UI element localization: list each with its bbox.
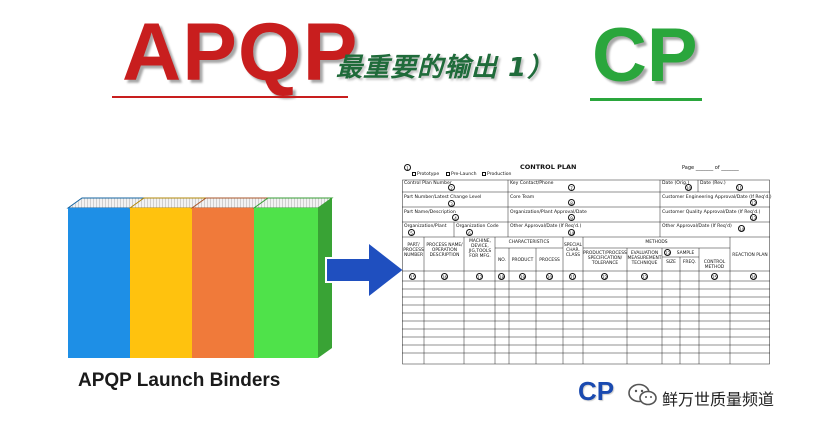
field-number-11: 11	[736, 184, 743, 191]
label-control-plan-number: Control Plan Number	[404, 181, 452, 186]
field-number-9: 9	[568, 214, 575, 221]
binder-green	[252, 197, 334, 358]
field-number-21: 21	[569, 273, 576, 280]
binders-caption: APQP Launch Binders	[78, 370, 281, 391]
label-part-number: Part Number/Latest Change Level	[404, 195, 482, 200]
label-cust-quality-approval: Customer Quality Approval/Date (If Req'd…	[662, 210, 761, 215]
field-number-8: 8	[568, 199, 575, 206]
field-number-1: 1	[404, 164, 411, 171]
col-reaction-plan: REACTION PLAN	[732, 253, 768, 258]
control-plan-grid	[402, 179, 770, 365]
checkbox-prototype[interactable]	[412, 172, 416, 176]
footer-brand: 鲜万世质量频道	[662, 390, 775, 409]
field-number-3: 3	[448, 200, 455, 207]
title-apqp-underline	[112, 96, 348, 98]
field-number-23: 23	[641, 273, 648, 280]
col-methods: METHODS	[645, 240, 668, 245]
col-special-char: SPECIAL CHAR. CLASS	[563, 243, 583, 259]
field-number-2: 2	[448, 184, 455, 191]
checkbox-pre-launch[interactable]	[446, 172, 450, 176]
label-date-rev: Date (Rev.)	[700, 181, 726, 186]
col-size: SIZE	[666, 260, 676, 265]
col-product: PRODUCT	[511, 258, 534, 263]
col-sample: SAMPLE	[676, 251, 695, 256]
field-number-12: 12	[750, 199, 757, 206]
page-label: Page _______ of _______	[682, 165, 739, 171]
field-number-19: 19	[519, 273, 526, 280]
col-spec-tolerance: PRODUCT/PROCESS SPECIFICATION/ TOLERANCE	[583, 251, 627, 267]
col-freq: FREQ.	[682, 260, 697, 265]
col-process-name: PROCESS NAME/ OPERATION DESCRIPTION	[426, 243, 463, 259]
field-number-22: 22	[601, 273, 608, 280]
wechat-icon	[628, 383, 657, 406]
col-part-process-number: PART/ PROCESS NUMBER	[403, 243, 424, 259]
checkbox-production[interactable]	[482, 172, 486, 176]
control-plan-form: 1 Prototype Pre-Launch Production CONTRO…	[402, 163, 772, 365]
field-number-24: 23	[664, 249, 671, 256]
footer-cp: CP	[578, 376, 615, 406]
field-number-15: 15	[409, 273, 416, 280]
col-characteristics: CHARACTERISTICS	[508, 240, 550, 245]
col-evaluation: EVALUATION MEASUREMENT TECHNIQUE	[627, 251, 662, 267]
field-number-13: 13	[750, 214, 757, 221]
field-number-5: 5	[408, 229, 415, 236]
col-machine: MACHINE, DEVICE, JIG,TOOLS FOR MFG.	[468, 239, 492, 260]
label-core-team: Core Team	[510, 195, 535, 200]
label-cust-eng-approval: Customer Engineering Approval/Date (If R…	[662, 195, 772, 200]
label-org-plant: Organization/Plant	[404, 224, 447, 229]
field-number-14b: 14	[738, 225, 745, 232]
field-number-16: 16	[441, 273, 448, 280]
label-part-name: Part Name/Description	[404, 210, 456, 215]
field-number-18: 18	[498, 273, 505, 280]
checkbox-label-prototype: Prototype	[417, 172, 440, 177]
checkbox-label-production: Production	[487, 172, 512, 177]
arrow-right-icon	[325, 239, 406, 301]
label-date-orig: Date (Orig.)	[662, 181, 690, 186]
field-number-20: 20	[546, 273, 553, 280]
field-number-26: 26	[750, 273, 757, 280]
field-number-4: 4	[452, 214, 459, 221]
binders-illustration	[66, 197, 334, 358]
label-org-plant-approval: Organization/Plant Approval/Date	[510, 210, 587, 215]
title-subtitle: 最重要的输出 1）	[336, 53, 555, 83]
label-other-approval-right: Other Approval/Date (If Req'd)	[662, 224, 732, 229]
control-plan-title: CONTROL PLAN	[520, 163, 577, 171]
label-other-approval-mid: Other Approval/Date (If Req'd.)	[510, 224, 582, 229]
col-process: PROCESS	[539, 258, 560, 263]
title-apqp: APQP	[122, 7, 359, 98]
field-number-6: 6	[466, 229, 473, 236]
checkbox-label-pre-launch: Pre-Launch	[451, 172, 477, 177]
field-number-7: 7	[568, 184, 575, 191]
field-number-25: 25	[711, 273, 718, 280]
title-cp-underline	[590, 98, 702, 101]
field-number-14a: 14	[568, 229, 575, 236]
label-org-code: Organization Code	[456, 224, 499, 229]
col-control-method: CONTROL METHOD	[703, 260, 726, 271]
title-cp: CP	[592, 13, 698, 98]
field-number-17: 17	[476, 273, 483, 280]
label-key-contact: Key Contact/Phone	[510, 181, 554, 186]
col-no: NO.	[498, 258, 506, 263]
field-number-10: 10	[685, 184, 692, 191]
